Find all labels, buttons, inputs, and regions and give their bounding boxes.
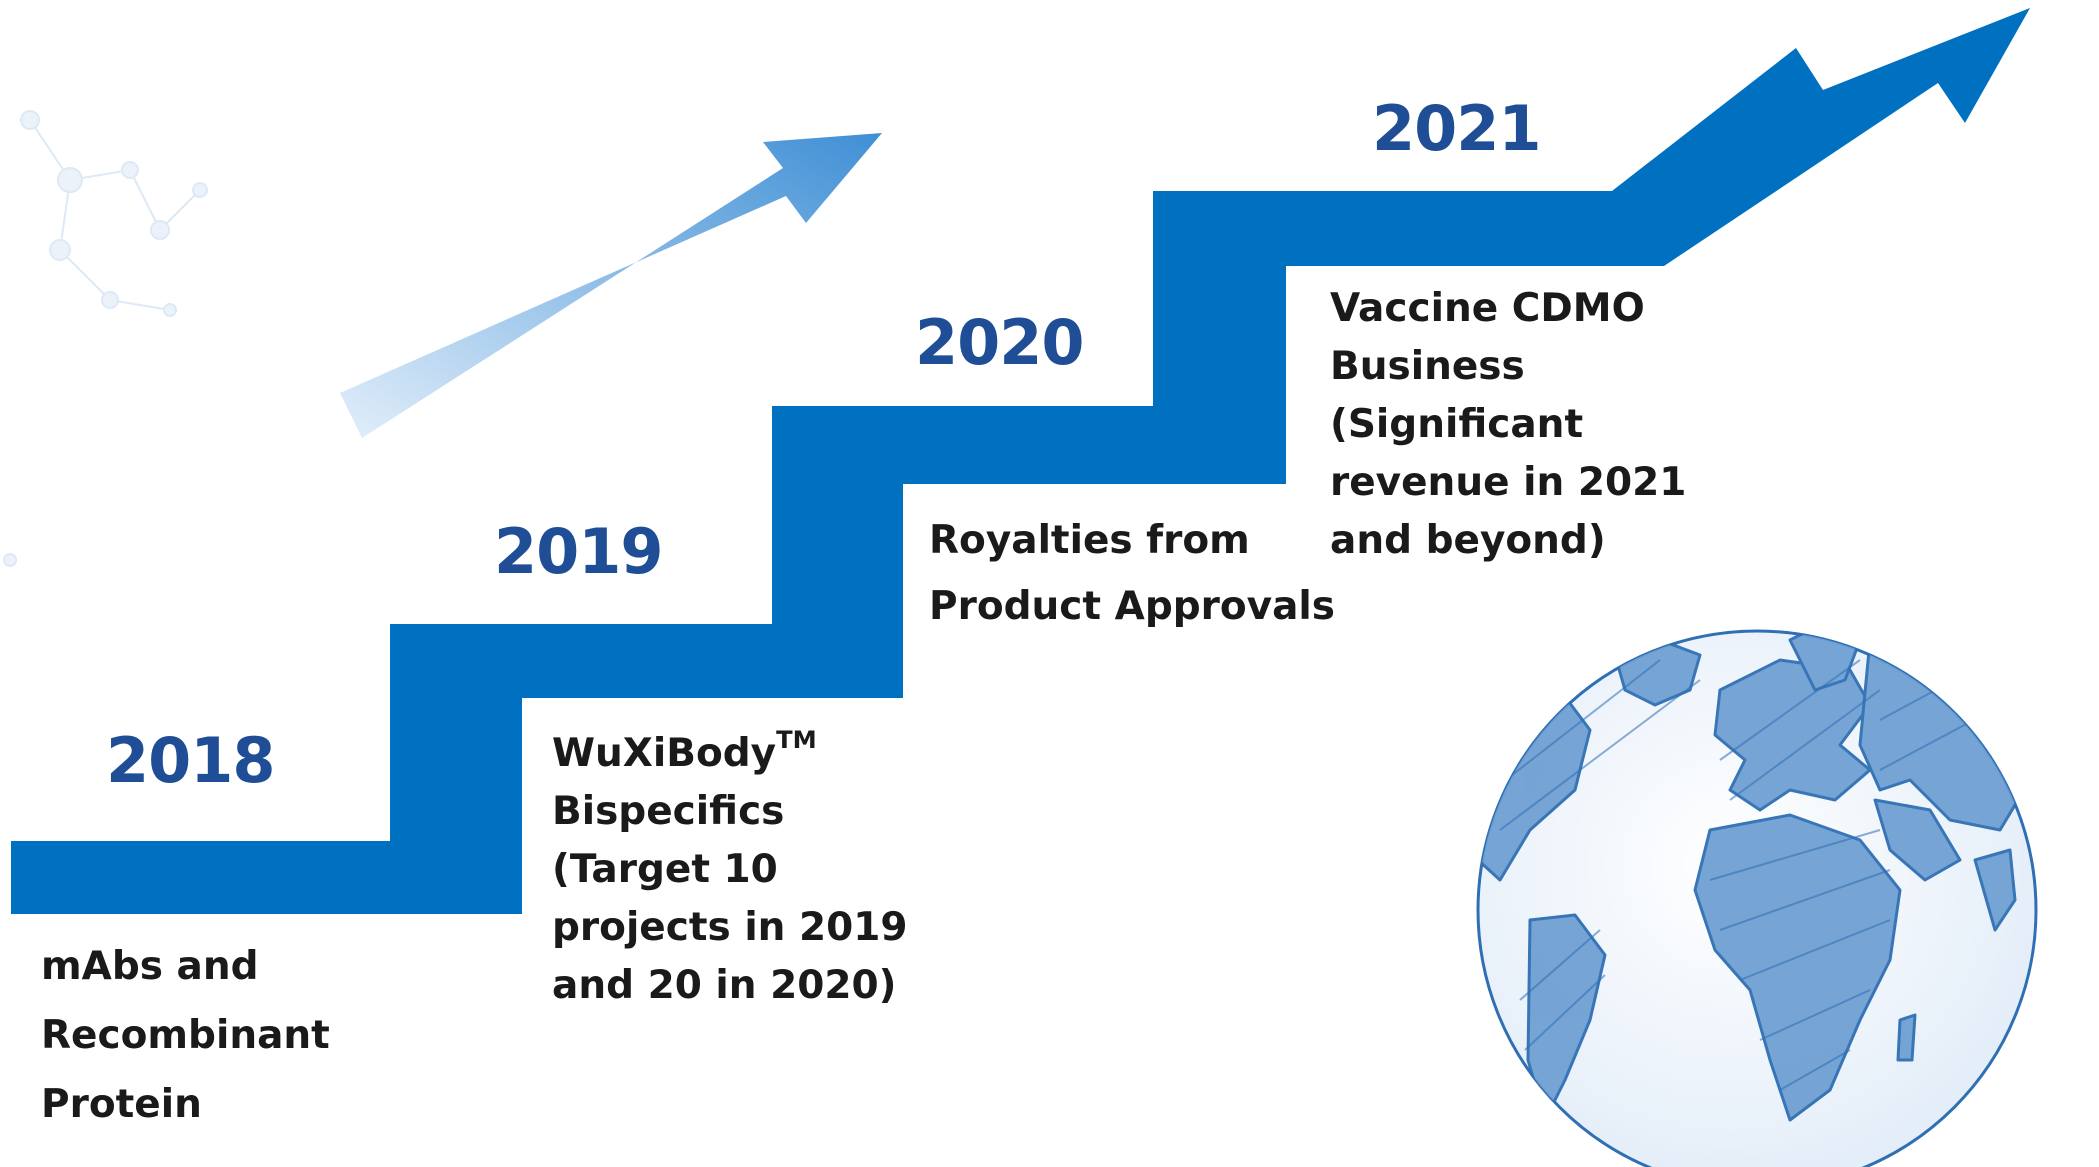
description-line: Product Approvals xyxy=(929,584,1335,629)
wuxibody-name: WuXiBody xyxy=(552,731,777,776)
staircase-body xyxy=(11,8,2030,914)
milestone-2019-description: WuXiBodyTM Bispecifics (Target 10 projec… xyxy=(552,725,908,1015)
growth-staircase-arrow xyxy=(11,8,2030,914)
milestone-2018-description: mAbs and Recombinant Protein xyxy=(41,932,330,1139)
description-line: Vaccine CDMO xyxy=(1330,286,1645,331)
year-2018-label: 2018 xyxy=(106,724,276,797)
trademark-symbol: TM xyxy=(776,725,817,754)
description-line: Bispecifics xyxy=(552,789,785,834)
description-line: Protein xyxy=(41,1082,202,1127)
description-line: Business xyxy=(1330,344,1525,389)
description-line: (Significant xyxy=(1330,402,1584,447)
molecule-network-decoration xyxy=(3,110,208,567)
description-line: (Target 10 xyxy=(552,847,778,892)
description-line: WuXiBodyTM xyxy=(552,725,908,783)
description-line: Royalties from xyxy=(929,518,1250,563)
description-line: projects in 2019 xyxy=(552,905,908,950)
globe-icon xyxy=(1476,629,2038,1167)
year-2019-label: 2019 xyxy=(494,515,664,588)
description-line: revenue in 2021 xyxy=(1330,460,1687,505)
milestone-2021-description: Vaccine CDMO Business (Significant reven… xyxy=(1330,280,1686,570)
year-2020-label: 2020 xyxy=(915,306,1085,379)
description-line: and 20 in 2020) xyxy=(552,963,897,1008)
description-line: mAbs and xyxy=(41,944,259,989)
milestone-2020-description: Royalties from Product Approvals xyxy=(929,508,1335,640)
year-2021-label: 2021 xyxy=(1372,92,1542,165)
description-line: Recombinant xyxy=(41,1013,330,1058)
faded-growth-arrow-icon xyxy=(340,133,882,438)
description-line: and beyond) xyxy=(1330,518,1606,563)
